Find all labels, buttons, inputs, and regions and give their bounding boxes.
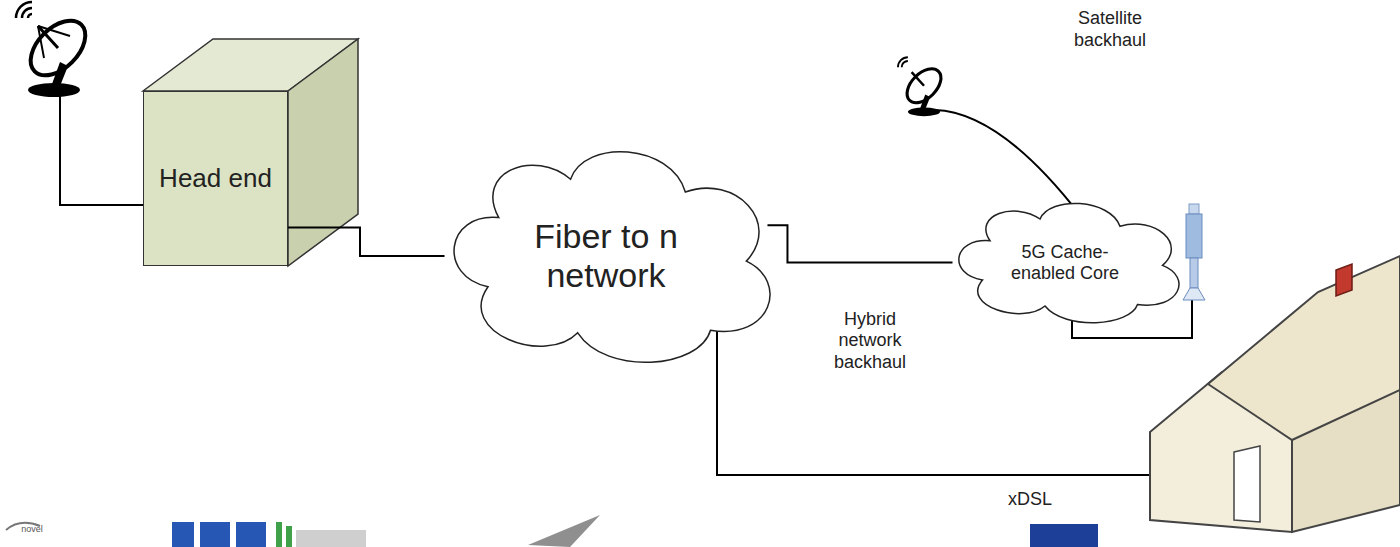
satellite-dish — [28, 83, 80, 97]
node-content: Fiber to n network — [427, 128, 786, 384]
cube-side — [288, 39, 358, 266]
logo-strip — [286, 526, 292, 547]
node-label: Head end — [159, 164, 272, 194]
house — [1234, 446, 1260, 522]
satellite-dish — [16, 2, 95, 97]
satellite-dish — [920, 94, 930, 109]
logo-strip — [276, 522, 282, 547]
satellite-dish — [912, 72, 924, 86]
satellite-dish — [22, 8, 32, 18]
logo-strip — [172, 522, 194, 547]
satellite-dish — [38, 26, 44, 58]
connector — [288, 228, 445, 257]
satellite-dish — [38, 26, 70, 36]
node-content: 5G Cache-enabled Core — [940, 190, 1190, 335]
satellite-dish — [898, 57, 947, 116]
cloud-outline — [959, 203, 1179, 322]
link-label: Satellite backhaul — [1060, 8, 1160, 51]
satellite-dish — [28, 14, 32, 18]
satellite-backhaul-wire — [935, 110, 1080, 215]
satellite-dish — [52, 62, 68, 86]
logo-strip — [528, 515, 600, 547]
satellite-dish — [21, 11, 96, 86]
satellite-dish — [902, 61, 908, 67]
head-end-box: Head end — [143, 91, 288, 266]
logo-text: novel — [12, 524, 52, 535]
network-cloud: Fiber to n network — [427, 128, 786, 384]
xdsl-wire — [717, 320, 1160, 475]
connector-label: Hybrid network backhaul — [822, 309, 918, 374]
antenna-tower — [1186, 214, 1202, 258]
core-cloud: 5G Cache-enabled Core — [940, 190, 1190, 335]
connector — [767, 225, 952, 262]
satellite-dish — [901, 63, 947, 109]
link-label: xDSL — [1000, 489, 1060, 511]
logo-strip — [6, 515, 1098, 547]
antenna-tower — [1183, 204, 1205, 300]
feed-wire — [60, 96, 143, 205]
house — [1336, 264, 1352, 296]
antenna-tower — [1190, 258, 1198, 288]
logo-strip — [296, 530, 366, 547]
node-content: Head end — [144, 92, 287, 265]
logo-strip — [236, 522, 266, 547]
node-label: Fiber to n network — [496, 217, 716, 295]
satellite-dish — [16, 2, 32, 18]
house — [1150, 256, 1400, 532]
node-label: 5G Cache-enabled Core — [1000, 242, 1130, 283]
antenna-tower — [1183, 288, 1205, 300]
logo-strip — [200, 522, 230, 547]
cloud-outline — [454, 152, 770, 363]
house — [1208, 256, 1400, 440]
antenna-tower — [1189, 204, 1199, 214]
satellite-dish — [908, 107, 940, 116]
satellite-dish — [898, 57, 908, 67]
logo-strip — [1030, 524, 1098, 547]
